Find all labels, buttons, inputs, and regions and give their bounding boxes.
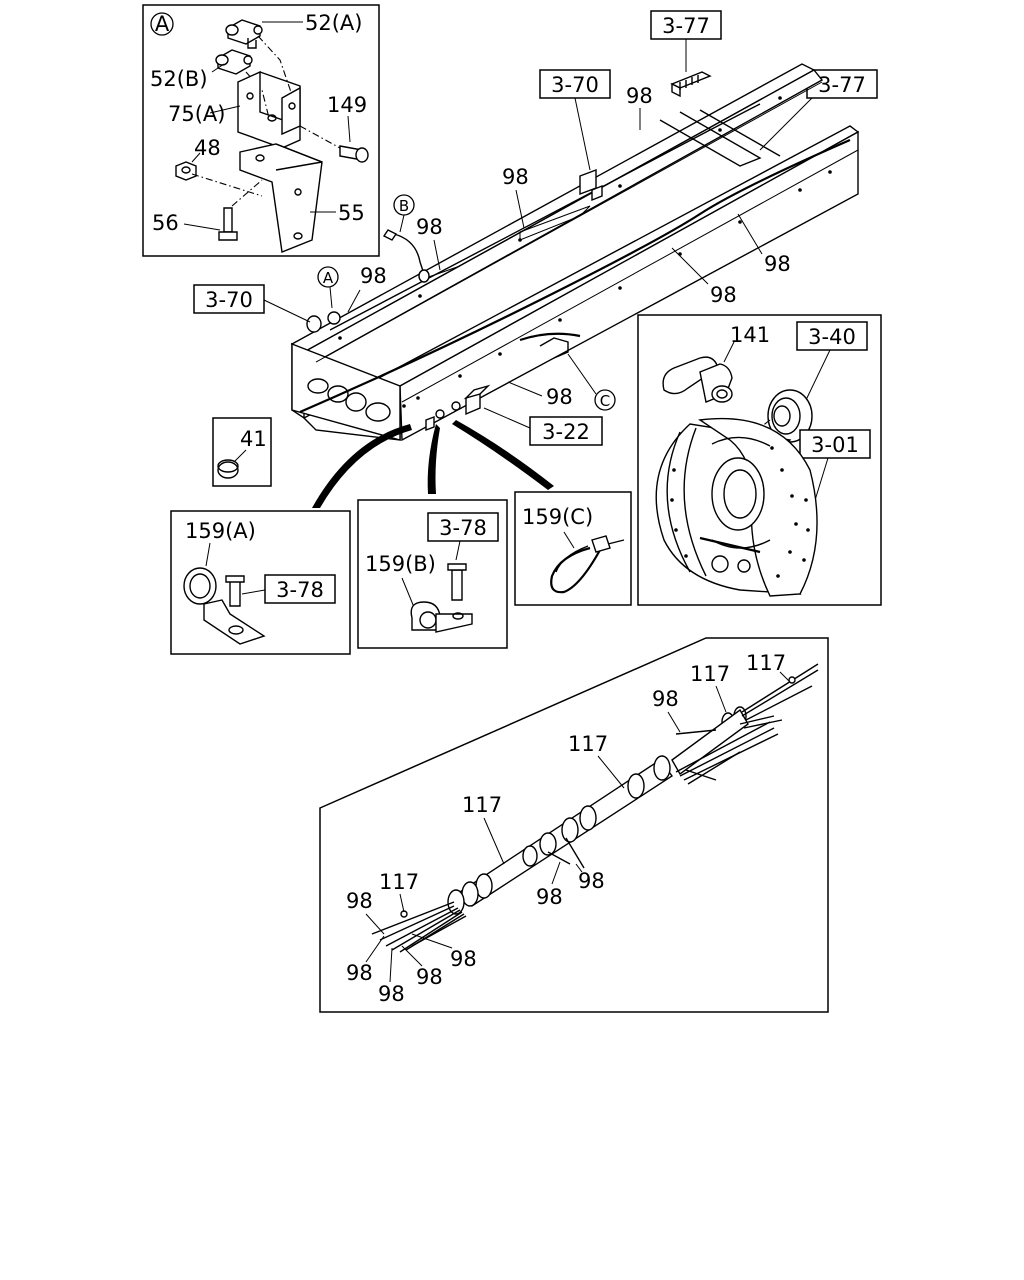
label-56: 56 xyxy=(152,211,179,235)
callout-a-frame: A xyxy=(317,266,339,309)
cable-tie-159c xyxy=(550,535,625,594)
sensor-b-lead xyxy=(382,229,430,283)
ref-3-78-a-box xyxy=(264,574,336,604)
ref-3-78-b-box xyxy=(427,512,499,542)
bracket-55 xyxy=(239,143,323,253)
harness-branches-right xyxy=(675,663,819,785)
label-98-n: 98 xyxy=(346,961,373,985)
label-52a: 52(A) xyxy=(305,11,362,35)
clip-upper-98 xyxy=(579,168,603,202)
label-98-c: 98 xyxy=(416,215,443,239)
fitting-52a xyxy=(225,19,263,49)
label-149: 149 xyxy=(327,93,367,117)
detail-sweeps xyxy=(312,420,554,508)
label-98-b: 98 xyxy=(502,165,529,189)
label-141: 141 xyxy=(730,323,770,347)
ref-3-01-box xyxy=(799,429,871,459)
ref-3-40-box xyxy=(796,321,868,351)
connector-3-77 xyxy=(670,71,712,98)
sensor-141 xyxy=(662,356,733,403)
label-98-o: 98 xyxy=(378,982,405,1006)
detail-a-panel: A 52(A) 52(B) 75(A xyxy=(142,4,380,257)
frame-98-labels: 98 98 98 98 98 98 98 xyxy=(347,84,791,409)
connector-3-22 xyxy=(463,384,491,416)
detail-a-letter: A xyxy=(155,12,170,36)
label-98-h: 98 xyxy=(652,687,679,711)
clamp-159b-panel: 3-78 159(B) xyxy=(357,499,508,649)
label-117-a: 117 xyxy=(746,651,786,675)
label-117-d: 117 xyxy=(462,793,502,817)
ref-3-22: 3-22 xyxy=(483,407,603,446)
tie-159c-panel: 159(C) xyxy=(514,491,632,606)
label-98-g: 98 xyxy=(546,385,573,409)
svg-text:A: A xyxy=(323,269,334,287)
label-98-k: 98 xyxy=(346,889,373,913)
bolt-149 xyxy=(299,125,369,163)
brake-assembly xyxy=(655,417,818,597)
harness-right-rail xyxy=(299,138,851,414)
clamp-159b xyxy=(410,563,473,633)
clamp-c xyxy=(519,332,581,359)
svg-text:3-77: 3-77 xyxy=(818,73,866,97)
bracket-75a xyxy=(237,70,301,149)
ref-3-70-left: 3-70 xyxy=(193,284,311,323)
harness-branches-left xyxy=(371,837,585,953)
nut-48 xyxy=(175,161,197,181)
label-159b: 159(B) xyxy=(365,552,436,576)
ref-3-70-top: 3-70 xyxy=(539,69,611,171)
clamp-159a-panel: 159(A) 3-78 xyxy=(170,510,351,655)
harness-panel: 117 117 117 117 117 98 98 98 98 98 98 98… xyxy=(319,637,829,1013)
fitting-52b xyxy=(215,49,253,75)
label-117-b: 117 xyxy=(690,662,730,686)
ref-3-78-b: 3-78 xyxy=(439,516,487,540)
label-52b: 52(B) xyxy=(150,67,208,91)
label-159c: 159(C) xyxy=(522,505,593,529)
bolt-56 xyxy=(218,179,263,241)
label-98-l: 98 xyxy=(450,947,477,971)
svg-text:B: B xyxy=(399,197,409,215)
callout-c: C xyxy=(567,353,616,411)
svg-text:3-77: 3-77 xyxy=(662,14,710,38)
brake-detail-panel: 141 3-40 3-01 xyxy=(637,314,882,606)
harness-left-rail xyxy=(329,103,761,331)
svg-text:3-70: 3-70 xyxy=(205,288,253,312)
harness-trunk xyxy=(447,706,749,915)
label-117-c: 117 xyxy=(568,732,608,756)
label-159a: 159(A) xyxy=(185,519,256,543)
frame-clamps-lower xyxy=(425,401,461,432)
ref-3-01: 3-01 xyxy=(811,433,859,457)
label-98-a: 98 xyxy=(626,84,653,108)
svg-text:3-22: 3-22 xyxy=(542,420,590,444)
label-98-i: 98 xyxy=(578,869,605,893)
label-98-j: 98 xyxy=(536,885,563,909)
label-98-d: 98 xyxy=(360,264,387,288)
ref-3-78-a: 3-78 xyxy=(276,578,324,602)
label-98-e: 98 xyxy=(764,252,791,276)
label-48: 48 xyxy=(194,136,221,160)
grommet-41-panel: 41 xyxy=(212,417,272,487)
callout-b: B xyxy=(393,194,415,233)
clamp-159a xyxy=(183,567,266,645)
label-41: 41 xyxy=(240,427,267,451)
label-98-f: 98 xyxy=(710,283,737,307)
label-55: 55 xyxy=(338,201,365,225)
ref-3-40: 3-40 xyxy=(808,325,856,349)
svg-text:C: C xyxy=(600,392,610,410)
label-75a: 75(A) xyxy=(168,102,225,126)
label-98-m: 98 xyxy=(416,965,443,989)
ref-3-77-top: 3-77 xyxy=(650,10,722,72)
detail-a-marker xyxy=(150,12,174,36)
label-117-e: 117 xyxy=(379,870,419,894)
fitting-a-on-frame xyxy=(306,311,341,333)
frame-rivets xyxy=(338,96,832,408)
svg-text:3-70: 3-70 xyxy=(551,73,599,97)
